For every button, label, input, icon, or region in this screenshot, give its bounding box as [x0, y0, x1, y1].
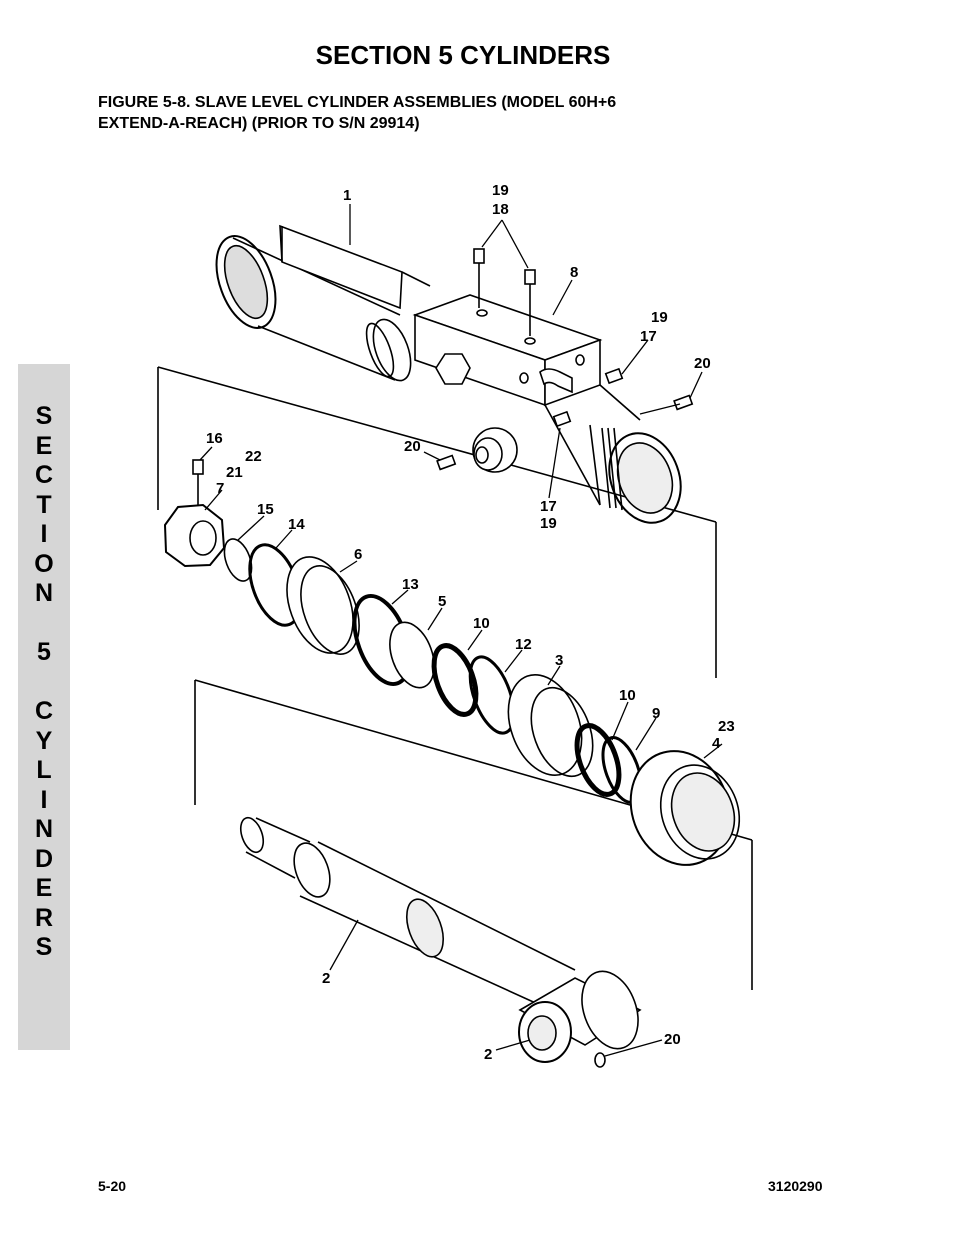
- callout-3: 3: [555, 652, 563, 669]
- callout-22: 22: [245, 448, 262, 465]
- side-tab-letter: S: [35, 402, 53, 430]
- callout-15: 15: [257, 501, 274, 518]
- document-number: 3120290: [768, 1178, 823, 1194]
- callout-17-bottom: 17: [540, 498, 557, 515]
- callout-2-rod: 2: [322, 970, 330, 987]
- callout-19-top: 19: [492, 182, 509, 199]
- callout-23: 23: [718, 718, 735, 735]
- side-tab-letter: N: [34, 815, 54, 843]
- side-tab-letter: Y: [35, 726, 53, 755]
- callout-20-mid: 20: [404, 438, 421, 455]
- side-tab-letter: L: [36, 756, 52, 784]
- callout-19-bottom: 19: [540, 515, 557, 532]
- callout-4: 4: [712, 735, 721, 752]
- callout-21: 21: [226, 464, 243, 481]
- callout-17-right: 17: [640, 328, 657, 345]
- callout-20-eye: 20: [664, 1031, 681, 1048]
- cylinder-rod-end-housing: [472, 384, 682, 524]
- side-tab-letter: E: [35, 874, 53, 902]
- valve-block: [365, 294, 603, 407]
- side-tab-letter: E: [35, 431, 53, 460]
- callout-1: 1: [343, 187, 351, 204]
- side-tab-letter: R: [34, 903, 54, 932]
- callout-18: 18: [492, 201, 509, 218]
- cylinder-rod: [239, 816, 642, 1068]
- callout-12: 12: [515, 636, 532, 653]
- page-number: 5-20: [98, 1178, 127, 1194]
- callout-6: 6: [354, 546, 362, 563]
- callout-5: 5: [438, 593, 446, 610]
- side-tab-letter: T: [36, 490, 52, 519]
- callout-labels: 1 19 18 8 19 17 20 16 22 21 7 20 15 14 1…: [206, 182, 735, 1063]
- side-tab-letter: S: [35, 933, 53, 961]
- figure-caption-line-1: FIGURE 5-8. SLAVE LEVEL CYLINDER ASSEMBL…: [98, 94, 617, 111]
- side-tab-letter: C: [34, 461, 54, 489]
- side-tab-letter: 5: [37, 638, 51, 666]
- callout-13: 13: [402, 576, 419, 593]
- callout-10-upper: 10: [473, 615, 490, 632]
- callout-20-right: 20: [694, 355, 711, 372]
- callout-8: 8: [570, 264, 578, 281]
- callout-16: 16: [206, 430, 223, 447]
- side-tab-letter: I: [40, 785, 48, 814]
- callout-10-lower: 10: [619, 687, 636, 704]
- side-tab-letter: O: [34, 549, 54, 578]
- side-tab-letter: I: [40, 520, 48, 548]
- side-tab-letter: N: [34, 579, 54, 607]
- callout-leader-lines: [199, 204, 723, 1057]
- side-tab-letter: D: [34, 844, 54, 873]
- figure-caption: FIGURE 5-8. SLAVE LEVEL CYLINDER ASSEMBL…: [98, 92, 798, 134]
- cylinder-barrel: [215, 224, 431, 381]
- callout-19-right: 19: [651, 309, 668, 326]
- callout-9: 9: [652, 705, 660, 722]
- figure-caption-line-2: EXTEND-A-REACH) (PRIOR TO S/N 29914): [98, 115, 420, 132]
- side-tab-letter: C: [34, 697, 54, 725]
- section-title: SECTION 5 CYLINDERS: [315, 40, 611, 70]
- callout-14: 14: [288, 516, 305, 533]
- projection-plane-upper-top: [157, 366, 717, 523]
- callout-7: 7: [216, 480, 224, 497]
- piston-assembly: [163, 503, 741, 866]
- callout-2-eye: 2: [484, 1046, 492, 1063]
